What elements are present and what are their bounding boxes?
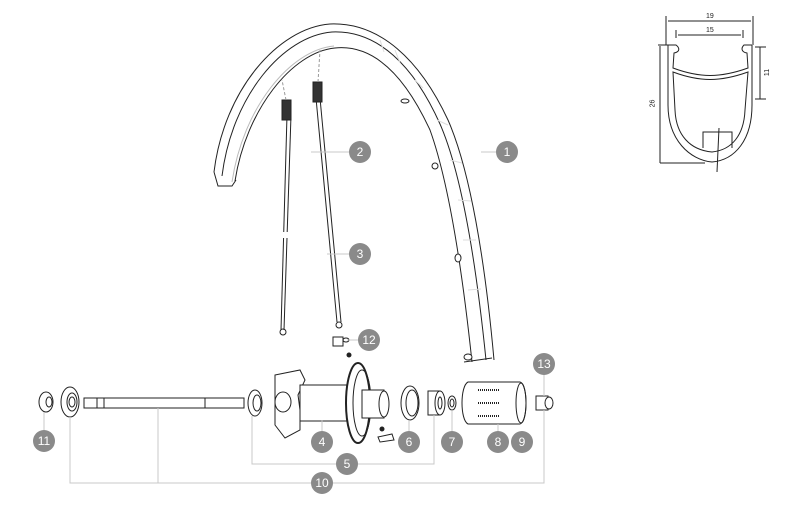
callout-10-axle-kit[interactable]: 10 [311,472,333,494]
bearing-right [427,390,446,416]
leader-lines [43,151,545,484]
rim-part [213,23,495,363]
hub-body [274,362,395,444]
callout-7-spacer[interactable]: 7 [441,431,463,453]
callout-2-spoke[interactable]: 2 [349,141,371,163]
bearing-left [247,389,263,417]
callout-3-spoke[interactable]: 3 [349,243,371,265]
callout-8-freehub[interactable]: 8 [487,431,509,453]
end-cap-left [38,391,54,413]
callout-13-axle-nut[interactable]: 13 [533,353,555,375]
axle-washer [60,386,80,418]
dim-depth: 26 [649,99,657,108]
callout-4-hub-body[interactable]: 4 [311,431,333,453]
rim-profile-drawing [658,16,766,173]
axle-part [83,397,245,409]
spacer-part [447,395,457,411]
freehub-body [461,381,527,425]
dim-inner-width: 15 [706,27,714,34]
callout-6-seal[interactable]: 6 [398,431,420,453]
callout-9-freehub[interactable]: 9 [511,431,533,453]
callout-1-rim[interactable]: 1 [496,141,518,163]
axle-nut [535,395,554,411]
callout-5-bearing-kit[interactable]: 5 [336,453,358,475]
callout-12-nipple[interactable]: 12 [358,329,380,351]
spokes-part [279,49,343,336]
callout-11-end-cap[interactable]: 11 [33,430,55,452]
dim-bead-height: 11 [764,68,772,77]
dim-outer-width: 19 [706,13,714,20]
seal-part [400,385,420,421]
